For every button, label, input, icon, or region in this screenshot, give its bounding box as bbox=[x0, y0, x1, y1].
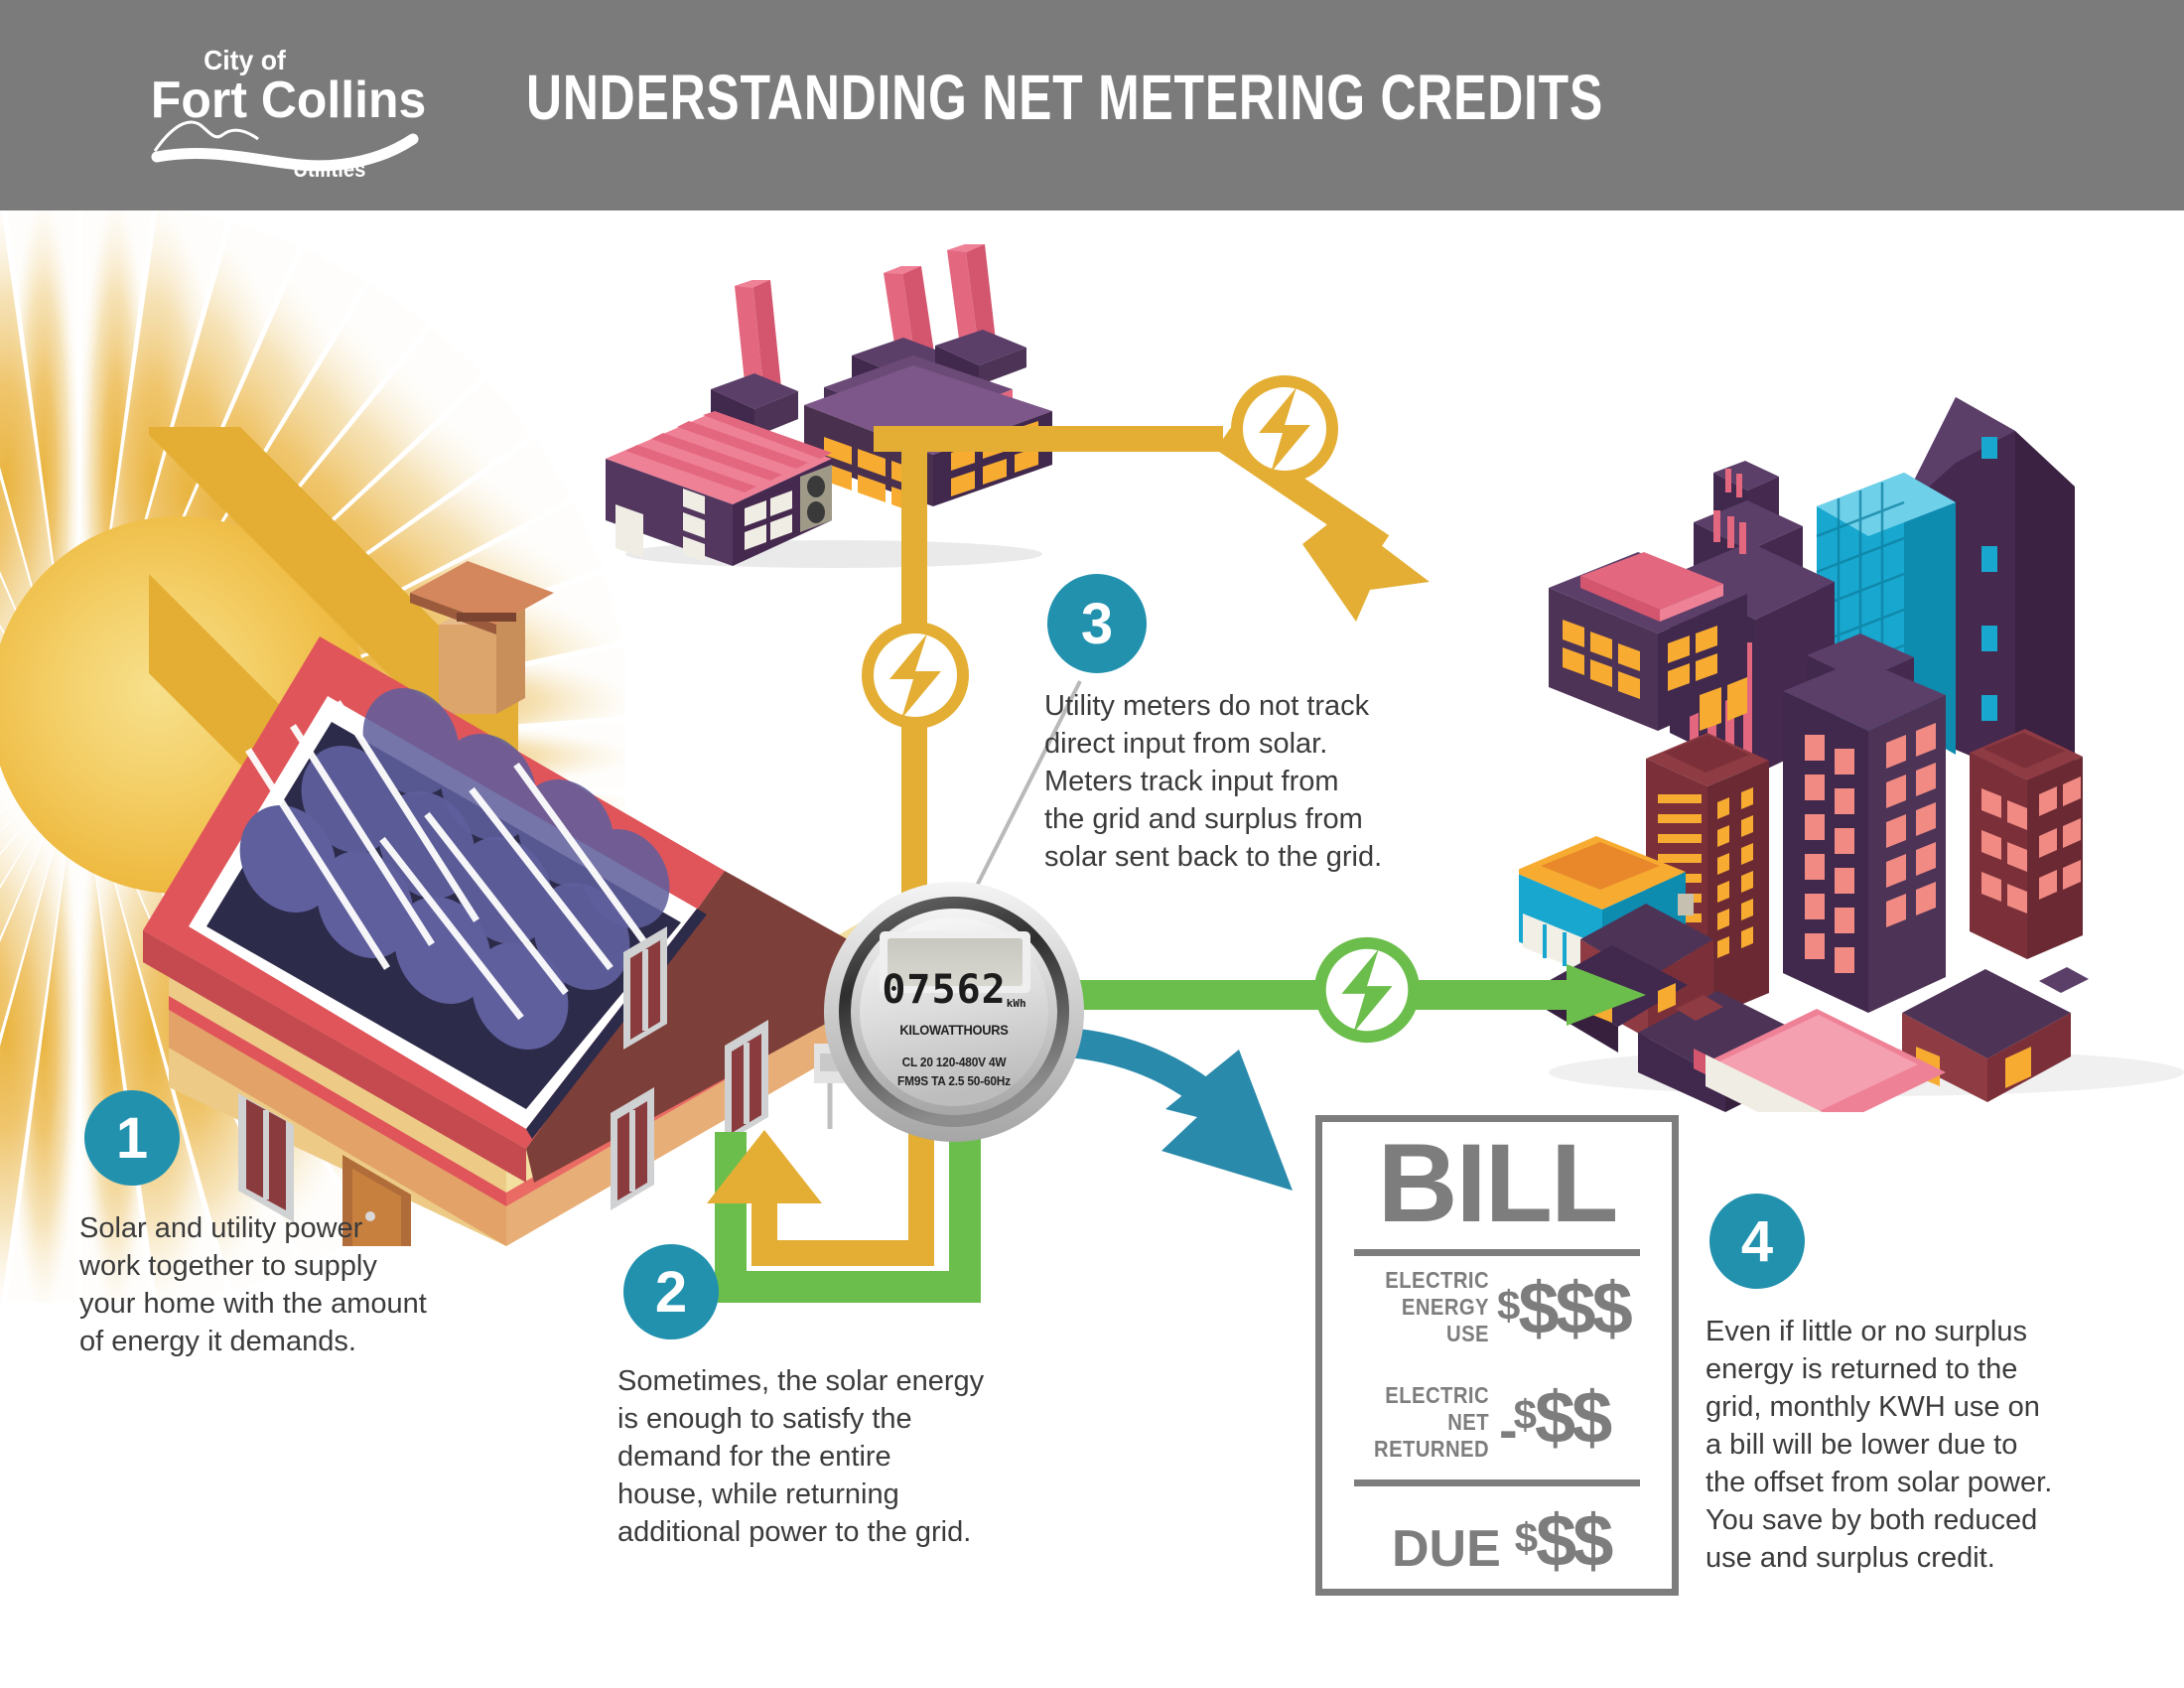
power-plant-warehouse bbox=[606, 280, 832, 566]
lightning-bolt-icon-meter-city bbox=[1313, 936, 1421, 1044]
bill-label-energy-use: ELECTRIC ENERGY USE bbox=[1385, 1267, 1489, 1346]
house-window bbox=[238, 1093, 294, 1222]
building-salmon bbox=[1783, 633, 1946, 1013]
step-3-number: 3 bbox=[1080, 591, 1114, 656]
bill-amount-due-small: $ bbox=[1514, 1514, 1538, 1561]
step-1-text: Solar and utility power work together to… bbox=[79, 1212, 427, 1357]
city-illustration bbox=[1519, 397, 2184, 1112]
bill-amount-energy-use: $$$$ bbox=[1497, 1269, 1633, 1345]
house-illustration bbox=[143, 561, 913, 1246]
flow-house-return bbox=[707, 1120, 981, 1303]
step-2-number: 2 bbox=[654, 1259, 688, 1325]
step-badge-3: 3 bbox=[1047, 574, 1147, 673]
house-window bbox=[611, 1087, 654, 1210]
bill-amount-negative-sign: - bbox=[1499, 1398, 1518, 1461]
bill-card: BILL ELECTRIC ENERGY USE $$$$ ELECTRIC N… bbox=[1315, 1115, 1679, 1596]
bill-label-due: DUE bbox=[1392, 1520, 1501, 1578]
house-window bbox=[725, 1020, 768, 1143]
bill-amount-net-returned-large: $$ bbox=[1535, 1376, 1612, 1459]
building-pink-shop bbox=[1694, 1009, 1946, 1112]
chimney bbox=[410, 561, 554, 714]
bill-amount-due: $$$ bbox=[1514, 1501, 1614, 1578]
bill-amount-energy-use-small: $ bbox=[1497, 1282, 1520, 1329]
bill-divider-top bbox=[1354, 1249, 1640, 1256]
bill-row-net-returned: ELECTRIC NET RETURNED -$$$ bbox=[1332, 1378, 1660, 1467]
step-4-text: Even if little or no surplus energy is r… bbox=[1706, 1316, 2053, 1574]
lightning-bolt-icon-grid-meter bbox=[862, 622, 969, 729]
page-title: UNDERSTANDING NET METERING CREDITS bbox=[526, 62, 1604, 133]
step-3-text: Utility meters do not track direct input… bbox=[1044, 690, 1383, 873]
house-door bbox=[342, 1155, 411, 1246]
step-badge-4: 4 bbox=[1709, 1194, 1805, 1289]
bill-title: BILL bbox=[1377, 1121, 1619, 1245]
house-small-right bbox=[1902, 967, 2089, 1102]
callout-line-step3 bbox=[971, 680, 1082, 895]
svg-text:City of: City of bbox=[204, 44, 287, 75]
building-purple-office bbox=[1549, 552, 1747, 731]
step-badge-2: 2 bbox=[623, 1244, 719, 1339]
bill-divider-bottom bbox=[1354, 1479, 1640, 1486]
electric-meter bbox=[824, 882, 1084, 1142]
svg-text:Fort Collins: Fort Collins bbox=[151, 70, 426, 128]
city-of-fort-collins-logo: City of Fort Collins Utilities bbox=[149, 30, 437, 179]
bill-amount-due-large: $$ bbox=[1536, 1499, 1613, 1582]
svg-text:Utilities: Utilities bbox=[293, 158, 365, 179]
bill-amount-energy-use-large: $$$ bbox=[1518, 1267, 1632, 1349]
bill-amount-net-returned: -$$$ bbox=[1499, 1376, 1612, 1467]
bill-label-net-returned: ELECTRIC NET RETURNED bbox=[1374, 1382, 1489, 1462]
lightning-bolt-icon-plant-city bbox=[1231, 375, 1338, 483]
bill-row-due: DUE $$$ bbox=[1392, 1501, 1660, 1579]
step-4-number: 4 bbox=[1740, 1208, 1774, 1274]
step-badge-1: 1 bbox=[84, 1090, 180, 1186]
building-red-apartment bbox=[1970, 729, 2083, 959]
step-1-number: 1 bbox=[115, 1105, 149, 1171]
header-bar: City of Fort Collins Utilities UNDERSTAN… bbox=[0, 0, 2184, 211]
house-window bbox=[623, 926, 667, 1050]
bill-row-energy-use: ELECTRIC ENERGY USE $$$$ bbox=[1340, 1267, 1654, 1347]
bill-amount-net-returned-small: $ bbox=[1513, 1391, 1537, 1438]
step-2-text: Sometimes, the solar energy is enough to… bbox=[617, 1365, 985, 1548]
